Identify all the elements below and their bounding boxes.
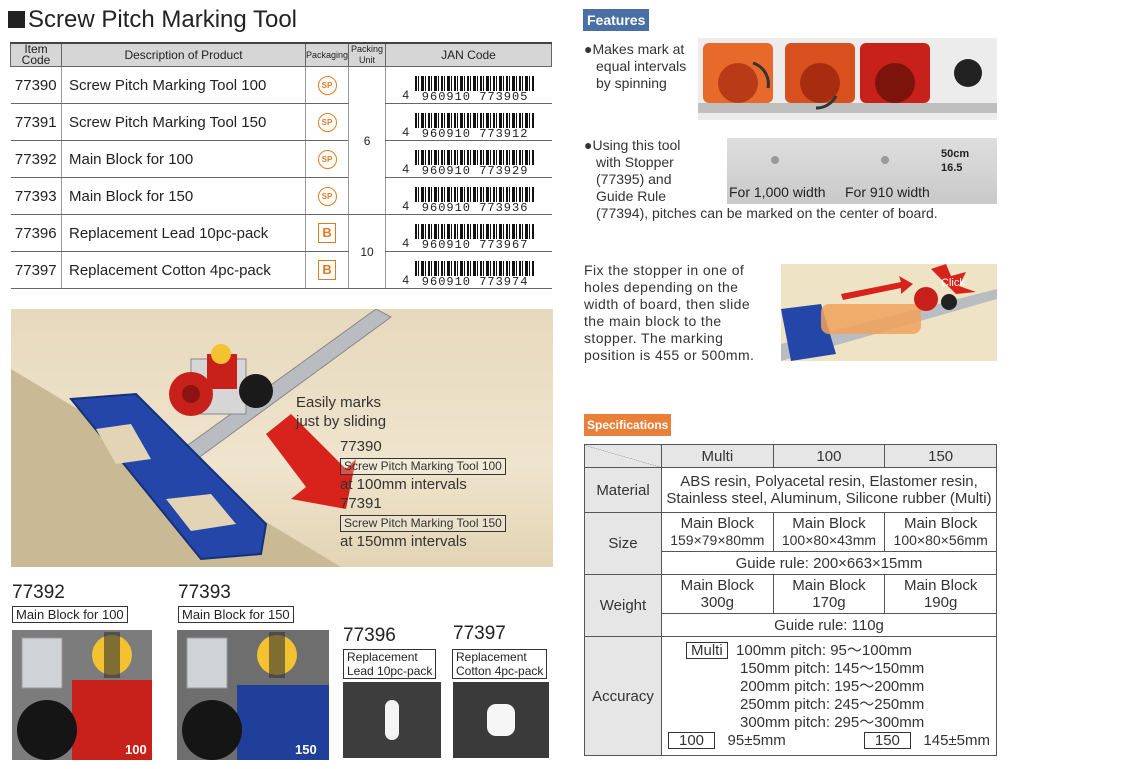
specifications-badge: Specifications (584, 414, 672, 436)
product-table-header: Item Code Description of Product Packagi… (10, 42, 552, 67)
corner-cell (584, 444, 662, 468)
accuracy-100-label: 100 (668, 732, 716, 749)
usage-photo: Easily marks just by sliding 77390 Screw… (11, 309, 553, 567)
page-title: Screw Pitch Marking Tool (8, 6, 297, 34)
hole-icon (771, 156, 779, 164)
spec-header-row: Multi 100 150 (584, 444, 997, 468)
spec-material-row: Material ABS resin, Polyacetal resin, El… (584, 467, 997, 513)
guide-rule-photo: 50cm 16.5 For 1,000 width For 910 width (727, 138, 997, 204)
spinning-photo (698, 38, 997, 120)
feature-3-text: Fix the stopper in one of holes dependin… (584, 262, 755, 363)
stopper-slide-icon: Click (781, 264, 997, 361)
product-table: Item Code Description of Product Packagi… (10, 42, 552, 289)
callout-product-150: Screw Pitch Marking Tool 150 (340, 515, 506, 532)
sp-package-icon: SP (317, 113, 337, 132)
header-item-code: Item Code (10, 42, 62, 67)
ruler-label-910: For 910 width (845, 184, 930, 200)
barcode-icon (415, 261, 536, 276)
main-block-100-photo: 100 (12, 630, 152, 760)
sp-package-icon: SP (317, 76, 337, 95)
accuracy-multi-label: Multi (686, 642, 728, 659)
lead-photo (343, 682, 441, 758)
blister-package-icon: B (318, 260, 337, 280)
block-mark-150: 150 (295, 742, 317, 757)
barcode-icon (415, 113, 536, 128)
spec-table: Multi 100 150 Material ABS resin, Polyac… (584, 444, 997, 756)
thumb-label: Main Block for 100 (12, 606, 128, 623)
thumb-code: 77392 (12, 582, 65, 603)
features-badge: Features (583, 9, 650, 31)
thumb-label: Replacement Lead 10pc-pack (343, 649, 437, 679)
thumb-code: 77396 (343, 625, 396, 646)
lead-icon (385, 700, 399, 740)
sp-package-icon: SP (317, 150, 337, 169)
table-row: 77390 Screw Pitch Marking Tool 100 SP 6 … (10, 66, 552, 215)
ruler-mark: 16.5 (941, 162, 963, 174)
photo-caption: Easily marks just by sliding (296, 394, 387, 430)
block-mark-100: 100 (125, 742, 147, 757)
click-burst: Click (941, 277, 965, 289)
ruler-mark: 50cm (941, 148, 970, 160)
header-description: Description of Product (61, 42, 306, 67)
thumb-code: 77393 (178, 582, 231, 603)
thumb-label: Main Block for 150 (178, 606, 294, 623)
thumb-label: Replacement Cotton 4pc-pack (452, 649, 548, 679)
header-jan: JAN Code (385, 42, 552, 67)
title-square-icon (8, 11, 25, 28)
spec-size-guide-row: Guide rule: 200×663×15mm (585, 551, 997, 575)
spec-accuracy-row: Accuracy Multi 100mm pitch: 95～100mm 150… (584, 636, 997, 756)
accuracy-150-label: 150 (863, 732, 911, 749)
feature-1-text: ●Makes mark at equal intervals by spinni… (584, 41, 687, 91)
barcode-icon (415, 224, 536, 239)
main-block-150-photo: 150 (177, 630, 329, 760)
header-packing-unit: Packing Unit (348, 42, 387, 67)
stopper-photo: Click (781, 264, 997, 361)
barcode-icon (415, 150, 536, 165)
packing-unit-cell: 10 (348, 214, 386, 289)
packing-unit-cell: 6 (348, 66, 386, 215)
ruler-label-1000: For 1,000 width (729, 184, 826, 200)
spinning-wheels-icon (698, 43, 997, 113)
main-block-red-icon: 100 (17, 632, 152, 760)
sp-package-icon: SP (317, 187, 337, 206)
feature-2-text: ●Using this tool with Stopper (77395) an… (584, 137, 938, 221)
photo-callout: 77390 Screw Pitch Marking Tool 100 at 10… (340, 437, 506, 551)
barcode-icon (415, 187, 536, 202)
blister-package-icon: B (318, 223, 337, 243)
main-block-blue-icon: 150 (182, 632, 329, 760)
header-packaging: Packaging (304, 42, 350, 67)
cotton-icon (487, 704, 515, 736)
thumb-code: 77397 (453, 623, 506, 644)
tool-photo-illustration (11, 309, 392, 567)
callout-product-100: Screw Pitch Marking Tool 100 (340, 458, 506, 475)
cotton-photo (453, 682, 549, 758)
barcode-icon (415, 76, 536, 91)
hole-icon (881, 156, 889, 164)
